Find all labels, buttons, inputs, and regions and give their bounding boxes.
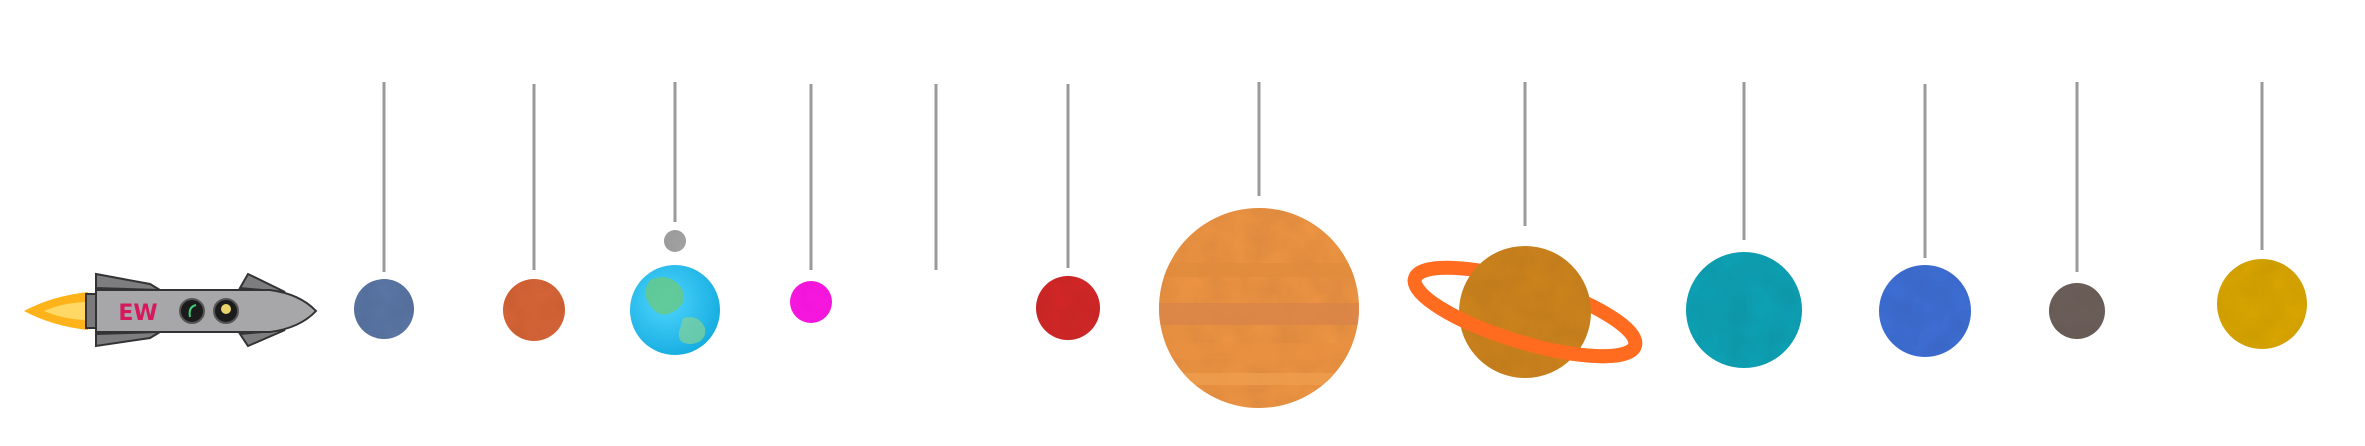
planet-10	[2049, 283, 2105, 339]
rocket-window	[179, 298, 205, 324]
moon-body	[664, 230, 686, 252]
gas-band	[1159, 343, 1359, 359]
earth-continent	[645, 277, 685, 315]
rocket-body	[95, 289, 318, 333]
planet-1	[354, 279, 414, 339]
planet-8-body	[1686, 252, 1802, 368]
gas-band	[1159, 373, 1359, 385]
planet-10-body	[2049, 283, 2105, 339]
earth-continent	[678, 317, 706, 344]
rocket-fin	[95, 330, 164, 348]
gas-giant	[1159, 208, 1359, 408]
planet-5	[1036, 276, 1100, 340]
rocket: EW	[24, 272, 318, 348]
gas-band	[1159, 303, 1359, 325]
skull-icon	[221, 304, 231, 314]
window-glyph	[188, 304, 197, 318]
planet-4	[790, 281, 832, 323]
rocket-logo: EW	[118, 301, 157, 326]
planet-11-body	[2217, 259, 2307, 349]
rocket-flame-core	[44, 302, 86, 320]
gas-band	[1159, 263, 1359, 277]
planet-9-body	[1879, 265, 1971, 357]
planets-group	[354, 208, 2307, 408]
planet-4-body	[790, 281, 832, 323]
planet-11	[2217, 259, 2307, 349]
planet-1-body	[354, 279, 414, 339]
ringed-planet	[1407, 246, 1643, 378]
moon	[664, 230, 686, 252]
earth	[630, 265, 720, 355]
planet-2	[503, 279, 565, 341]
planet-5-body	[1036, 276, 1100, 340]
planet-2-body	[503, 279, 565, 341]
planet-8	[1686, 252, 1802, 368]
rocket-fin	[95, 272, 164, 292]
hanging-strings	[382, 82, 2264, 272]
planet-9	[1879, 265, 1971, 357]
